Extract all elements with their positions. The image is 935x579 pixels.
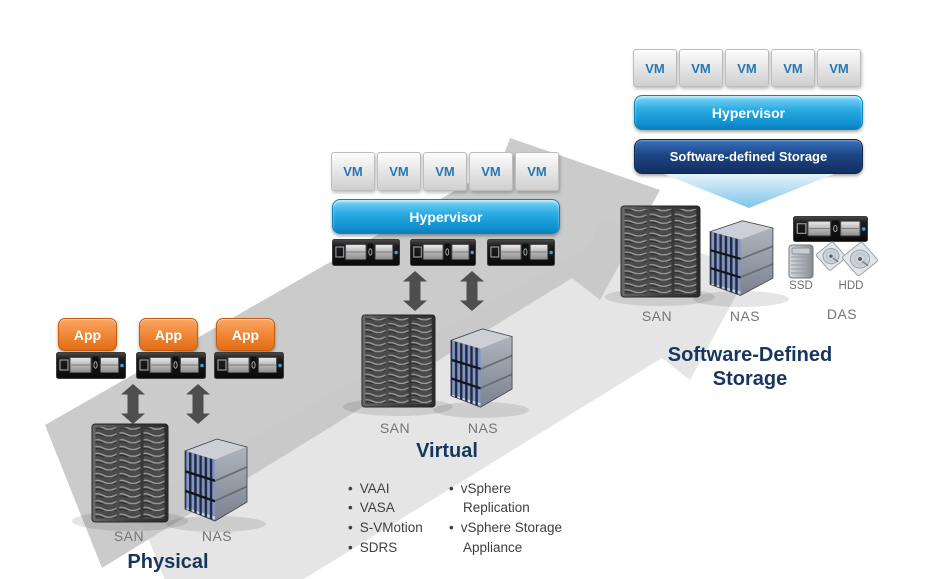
chevron-down-icon bbox=[664, 174, 834, 208]
double-arrow-icon bbox=[185, 384, 211, 424]
double-arrow-icon bbox=[120, 384, 146, 424]
feature-item: • vSphere Storage bbox=[449, 520, 562, 535]
feature-text: VASA bbox=[359, 500, 395, 515]
das-label: DAS bbox=[826, 306, 858, 322]
hdd-icon bbox=[814, 238, 884, 280]
feature-text: vSphere bbox=[460, 481, 512, 496]
san-icon bbox=[620, 205, 701, 298]
nas-icon bbox=[180, 436, 252, 526]
san-icon bbox=[91, 423, 169, 523]
vm-box: VM bbox=[515, 152, 559, 191]
bullet: • bbox=[348, 500, 353, 515]
bullet: • bbox=[348, 540, 353, 555]
hypervisor-label: Hypervisor bbox=[409, 208, 483, 225]
san-icon bbox=[361, 314, 436, 408]
feature-item: • S-VMotion bbox=[348, 520, 423, 535]
virtual-title: Virtual bbox=[416, 440, 478, 462]
bullet: • bbox=[348, 520, 353, 535]
vm-box: VM bbox=[331, 152, 375, 191]
vm-label: VM bbox=[435, 164, 455, 179]
feature-item: • VASA bbox=[348, 500, 395, 515]
double-arrow-icon bbox=[459, 271, 485, 311]
sds-title-line1: Software-Defined bbox=[667, 344, 833, 366]
nas-label: NAS bbox=[201, 528, 233, 544]
vm-box: VM bbox=[725, 49, 769, 87]
sds-title-line2: Storage bbox=[712, 368, 788, 390]
ssd-label: SSD bbox=[789, 280, 813, 292]
san-label: SAN bbox=[641, 308, 673, 324]
server-icon bbox=[136, 352, 206, 379]
vm-label: VM bbox=[783, 60, 803, 76]
vm-box: VM bbox=[377, 152, 421, 191]
server-icon bbox=[410, 239, 476, 266]
feature-text: Replication bbox=[463, 500, 530, 515]
hdd-label: HDD bbox=[838, 280, 864, 292]
server-icon bbox=[214, 352, 284, 379]
app-box: App bbox=[216, 318, 275, 351]
app-label: App bbox=[231, 326, 260, 343]
physical-title: Physical bbox=[127, 551, 209, 573]
san-label: SAN bbox=[379, 420, 411, 436]
vm-box: VM bbox=[469, 152, 513, 191]
server-icon bbox=[332, 239, 400, 266]
double-arrow-icon bbox=[402, 271, 428, 311]
app-box: App bbox=[139, 318, 198, 351]
feature-text: SDRS bbox=[359, 540, 398, 555]
vm-label: VM bbox=[389, 164, 409, 179]
app-box: App bbox=[58, 318, 117, 351]
hypervisor-bar: Hypervisor bbox=[634, 95, 863, 130]
vm-label: VM bbox=[343, 164, 363, 179]
feature-item: • VAAI bbox=[348, 481, 390, 496]
vm-label: VM bbox=[481, 164, 501, 179]
nas-label: NAS bbox=[467, 420, 499, 436]
vm-label: VM bbox=[527, 164, 547, 179]
das-server-icon bbox=[793, 216, 868, 242]
server-icon bbox=[487, 239, 555, 266]
bullet: • bbox=[348, 481, 353, 496]
vm-box: VM bbox=[771, 49, 815, 87]
nas-icon bbox=[705, 218, 778, 300]
feature-item: • vSphere bbox=[449, 481, 511, 496]
feature-item: Appliance bbox=[449, 540, 522, 555]
feature-text: VAAI bbox=[359, 481, 390, 496]
nas-label: NAS bbox=[729, 308, 761, 324]
ssd-icon bbox=[788, 244, 814, 279]
feature-text: S-VMotion bbox=[359, 520, 423, 535]
app-label: App bbox=[154, 326, 183, 343]
feature-item: • SDRS bbox=[348, 540, 397, 555]
vm-label: VM bbox=[691, 60, 711, 76]
vm-label: VM bbox=[737, 60, 757, 76]
nas-icon bbox=[446, 326, 517, 412]
san-label: SAN bbox=[113, 528, 145, 544]
vm-box: VM bbox=[817, 49, 861, 87]
vm-label: VM bbox=[645, 60, 665, 76]
vm-box: VM bbox=[423, 152, 467, 191]
sds-bar-label: Software-defined Storage bbox=[669, 149, 828, 164]
software-defined-storage-bar: Software-defined Storage bbox=[634, 139, 863, 174]
vm-box: VM bbox=[633, 49, 677, 87]
feature-item: Replication bbox=[449, 500, 530, 515]
hypervisor-label: Hypervisor bbox=[711, 104, 786, 121]
vm-label: VM bbox=[829, 60, 849, 76]
bullet: • bbox=[449, 481, 454, 496]
bullet: • bbox=[449, 520, 454, 535]
app-label: App bbox=[73, 326, 102, 343]
hypervisor-bar: Hypervisor bbox=[332, 199, 560, 234]
vm-box: VM bbox=[679, 49, 723, 87]
server-icon bbox=[56, 352, 126, 379]
feature-text: Appliance bbox=[463, 540, 523, 555]
feature-text: vSphere Storage bbox=[460, 520, 563, 535]
progression-arrow-shadow bbox=[135, 218, 750, 579]
